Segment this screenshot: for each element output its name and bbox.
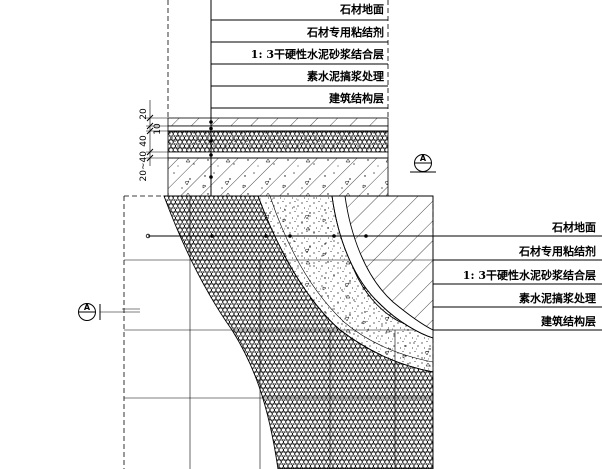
upper-label-mortar: 1: 3干硬性水泥砂浆结合层 <box>251 47 384 61</box>
lower-label-stone-floor: 石材地面 <box>551 220 596 234</box>
lower-section-marker: A <box>78 303 140 321</box>
dim-10: 10 <box>153 123 163 135</box>
dim-20-top: 20 <box>139 108 149 120</box>
svg-text:A: A <box>84 303 91 312</box>
lower-stone-layer <box>163 195 434 469</box>
upper-stone-layer <box>167 117 389 127</box>
upper-dimension-chain: 20 40 10 20~40 <box>139 100 168 181</box>
upper-cement-slurry-layer <box>167 151 389 159</box>
upper-label-structure: 建筑结构层 <box>329 91 384 105</box>
lower-label-structure: 建筑结构层 <box>541 314 596 328</box>
upper-adhesive-layer <box>167 125 389 132</box>
lower-label-cement-slurry: 素水泥搞浆处理 <box>519 291 596 305</box>
svg-text:A: A <box>420 154 427 163</box>
upper-section-marker: A <box>410 154 436 173</box>
lower-detail: 石材地面 石材专用粘结剂 1: 3干硬性水泥砂浆结合层 素水泥搞浆处理 建筑结构… <box>78 195 602 469</box>
dim-20-40: 20~40 <box>139 151 149 182</box>
dim-40: 40 <box>139 135 149 147</box>
upper-label-cement-slurry: 素水泥搞浆处理 <box>307 69 384 83</box>
lower-label-adhesive: 石材专用粘结剂 <box>518 244 596 258</box>
upper-label-stone-floor: 石材地面 <box>339 2 384 16</box>
upper-label-adhesive: 石材专用粘结剂 <box>306 25 384 39</box>
lower-label-mortar: 1: 3干硬性水泥砂浆结合层 <box>463 268 596 282</box>
upper-detail: 石材地面 石材专用粘结剂 1: 3干硬性水泥砂浆结合层 素水泥搞浆处理 建筑结构… <box>139 0 436 197</box>
